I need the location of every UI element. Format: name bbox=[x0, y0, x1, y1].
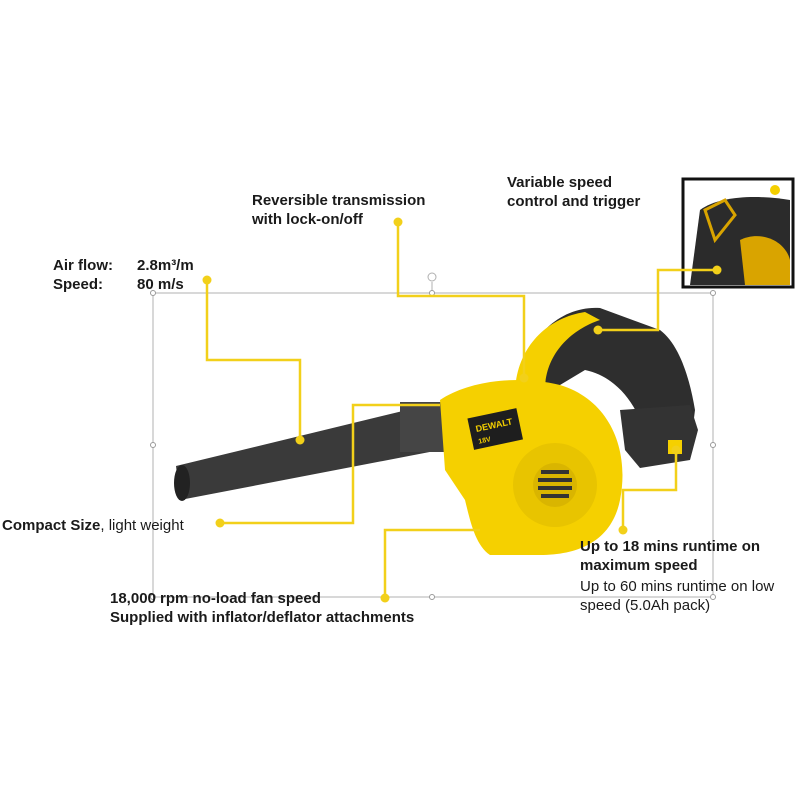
voltage-label: 18V bbox=[478, 436, 492, 446]
attachments-callout: Supplied with inflator/deflator attachme… bbox=[110, 609, 415, 626]
reversible-callout-line1: Reversible transmission bbox=[252, 192, 426, 209]
callout-dots bbox=[202, 217, 722, 603]
runtime-low-line2: speed (5.0Ah pack) bbox=[580, 597, 711, 614]
nozzle bbox=[176, 402, 440, 500]
reversible-callout-line2: with lock-on/off bbox=[252, 211, 363, 228]
fan-speed-callout: 18,000 rpm no-load fan speed bbox=[110, 590, 321, 607]
airflow-value: 2.8m³/m bbox=[137, 257, 194, 274]
runtime-max-line1: Up to 18 mins runtime on bbox=[580, 538, 761, 555]
speed-value: 80 m/s bbox=[137, 276, 184, 293]
compact-bold: Compact Size bbox=[2, 517, 101, 534]
callout-lines bbox=[205, 222, 717, 598]
runtime-max-line2: maximum speed bbox=[580, 557, 698, 574]
speed-label: Speed: bbox=[53, 276, 104, 293]
battery bbox=[620, 405, 698, 468]
compact-rest: , light weight bbox=[100, 517, 184, 534]
compact-callout: Compact Size, light weight bbox=[2, 516, 184, 535]
variable-speed-callout-line2: control and trigger bbox=[507, 193, 641, 210]
blower-tool-image: DEWALT 18V bbox=[174, 307, 698, 555]
runtime-low-line1: Up to 60 mins runtime on low bbox=[580, 578, 775, 595]
variable-speed-callout-line1: Variable speed bbox=[507, 174, 613, 191]
airflow-label: Air flow: bbox=[53, 257, 113, 274]
